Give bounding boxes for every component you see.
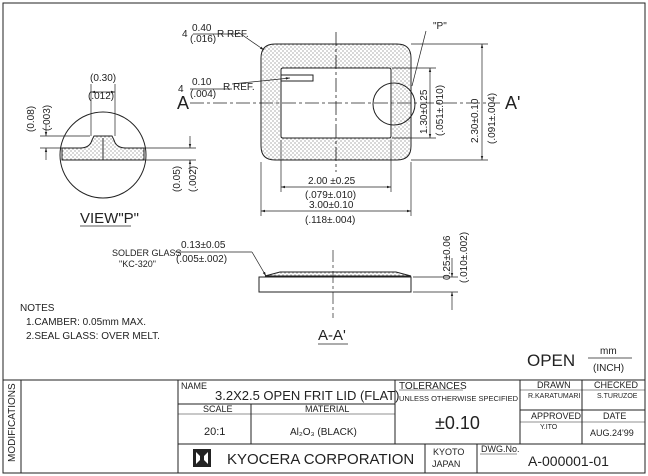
ref-label-1: R REF. — [217, 29, 249, 40]
view-p-height-2: (0.05) — [172, 166, 183, 192]
unit-mm: mm — [600, 346, 617, 357]
notes-title: NOTES — [20, 303, 55, 314]
solder-glass-label: SOLDER GLASS — [112, 248, 182, 258]
section-a-marker: A — [177, 93, 189, 113]
date-label: DATE — [603, 411, 626, 421]
view-p-width: (0.30) — [90, 73, 116, 84]
view-p-width-in: (.012) — [88, 91, 114, 102]
material-value: Al₂O₃ (BLACK) — [290, 427, 357, 438]
date-value: AUG.24'99 — [590, 428, 634, 438]
view-p-detail — [40, 84, 196, 227]
dim-thickness: 0.25±0.06 — [442, 235, 453, 280]
scale-label: SCALE — [203, 404, 233, 414]
section-view — [175, 250, 458, 345]
dim-inner-width-in: (.079±.010) — [305, 190, 356, 201]
kyocera-logo — [193, 449, 211, 467]
tolerances-sub: UNLESS OTHERWISE SPECIFIED — [399, 394, 519, 403]
material-label: MATERIAL — [305, 404, 349, 414]
scale-value: 20:1 — [204, 426, 225, 438]
dwg-number: A-000001-01 — [528, 453, 609, 469]
dim-inner-radius-in: (.004) — [190, 89, 216, 100]
section-label: A-A' — [318, 327, 346, 344]
checked-label: CHECKED — [594, 380, 639, 390]
drawn-label: DRAWN — [537, 380, 571, 390]
dim-outer-radius-in: (.016) — [190, 34, 216, 45]
tolerances-label: TOLERANCES — [399, 381, 467, 392]
note-1: 1.CAMBER: 0.05mm MAX. — [26, 317, 146, 328]
section-line — [190, 32, 500, 172]
solder-glass-type: "KC-320" — [119, 259, 156, 269]
section-a-prime-marker: A' — [505, 93, 520, 113]
approved-value: Y.ITO — [540, 424, 558, 431]
open-label: OPEN — [527, 351, 575, 370]
flag-mid-left: 4 — [178, 84, 184, 95]
view-p-height-2-in: (.002) — [188, 166, 199, 192]
dim-outer-height: 2.30±0.10 — [470, 98, 481, 143]
drawn-value: R.KARATUMARI — [528, 393, 580, 400]
dim-glass-in: (.005±.002) — [176, 254, 227, 265]
top-view-dimensions — [190, 30, 488, 216]
dim-inner-height-in: (.051±.010) — [435, 85, 446, 136]
checked-value: S.TURUZOE — [597, 393, 638, 400]
lid-top-view — [260, 43, 416, 161]
dim-thickness-in: (.010±.002) — [459, 232, 470, 283]
detail-callout: "P" — [433, 21, 447, 32]
company-city: KYOTO — [433, 447, 464, 457]
drawing-labels: 4 0.40 (.016) R REF. 4 0.10 (.004) R REF… — [20, 21, 632, 374]
title-block — [3, 379, 645, 473]
name-label: NAME — [181, 381, 207, 391]
ref-label-2: R REF. — [223, 82, 255, 93]
approved-label: APPROVED — [531, 411, 582, 421]
title-block-text: MODIFICATIONS NAME 3.2X2.5 OPEN FRIT LID… — [7, 380, 639, 469]
view-p-height-1: (0.08) — [26, 106, 37, 132]
tolerance-value: ±0.10 — [435, 413, 480, 433]
company-country: JAPAN — [432, 459, 460, 469]
dim-outer-radius: 0.40 — [192, 23, 212, 34]
flag-top-left: 4 — [182, 29, 188, 40]
dim-inner-width: 2.00 ±0.25 — [308, 176, 356, 187]
dim-inner-height: 1.30±0.25 — [419, 89, 430, 134]
modifications-label: MODIFICATIONS — [7, 383, 18, 462]
dim-outer-width-in: (.118±.004) — [305, 215, 355, 226]
dim-inner-radius: 0.10 — [192, 77, 212, 88]
view-p-label: VIEW"P" — [80, 210, 139, 227]
dwg-label: DWG.No. — [481, 444, 520, 454]
dim-outer-height-in: (.091±.004) — [487, 93, 498, 144]
dim-outer-width: 3.00±0.10 — [309, 200, 354, 211]
view-p-height-1-in: (.003) — [42, 105, 53, 131]
note-2: 2.SEAL GLASS: OVER MELT. — [26, 331, 160, 342]
unit-inch: (INCH) — [593, 363, 624, 374]
dim-glass: 0.13±0.05 — [181, 240, 226, 251]
part-name: 3.2X2.5 OPEN FRIT LID (FLAT) — [215, 388, 399, 403]
company-name: KYOCERA CORPORATION — [227, 451, 414, 468]
